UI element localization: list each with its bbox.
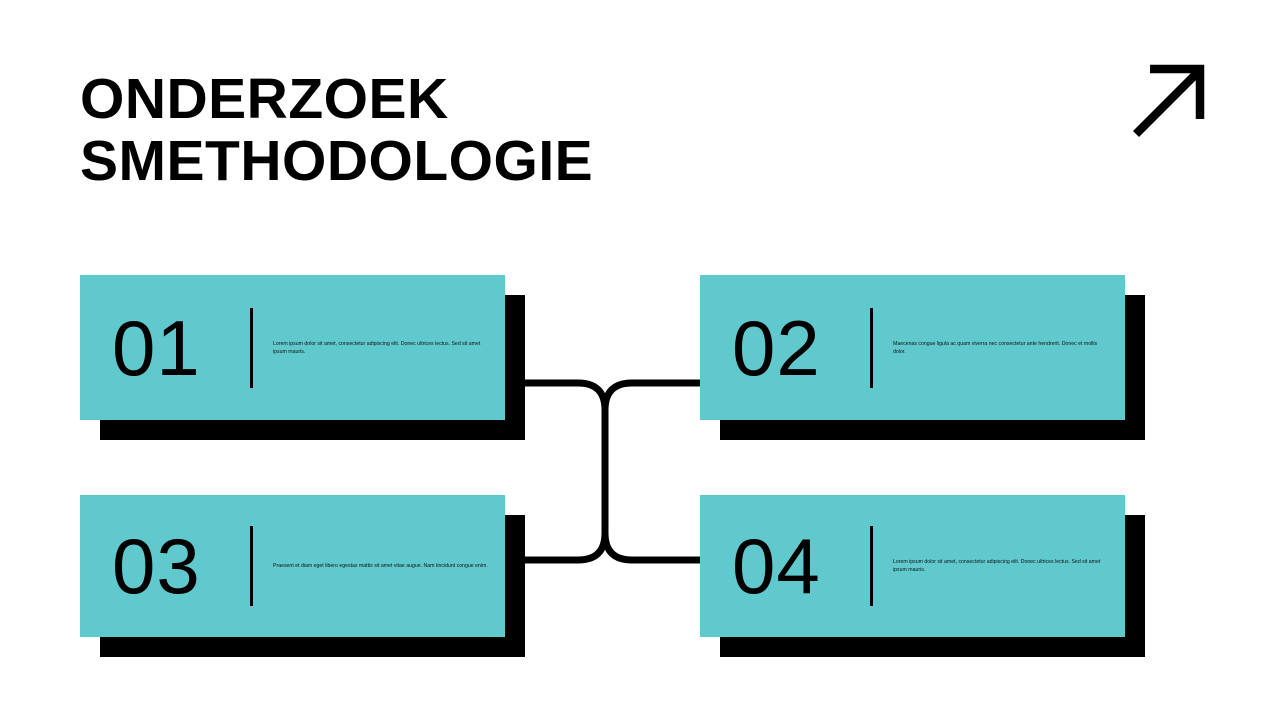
card-description: Maecenas congue ligula ac quam viverra n… <box>893 340 1098 355</box>
connector-branch-top-left <box>522 379 609 475</box>
connector-branch-top-right <box>601 379 700 411</box>
arrow-up-right-icon <box>1132 64 1205 138</box>
card-number: 03 <box>112 522 201 610</box>
card-face: 01 Lorem ipsum dolor sit amet, consectet… <box>80 275 505 420</box>
card-description: Lorem ipsum dolor sit amet, consectetur … <box>273 340 481 355</box>
connector-branch-bottom-left <box>522 475 609 564</box>
card-divider <box>250 526 253 606</box>
card-number: 01 <box>112 303 201 392</box>
card-face: 03 Praesent et diam eget libero egestas … <box>80 495 505 637</box>
card-connector <box>522 379 700 564</box>
card-number: 04 <box>732 522 821 610</box>
card-description: Lorem ipsum dolor sit amet, consectetur … <box>893 559 1101 573</box>
card-number: 02 <box>732 303 821 392</box>
card-divider <box>250 307 253 388</box>
card-divider <box>870 307 873 388</box>
page-title-line-1: ONDERZOEK <box>80 67 449 131</box>
page-title: ONDERZOEK SMETHODOLOGIE <box>80 68 840 192</box>
page-title-line-2: SMETHODOLOGIE <box>80 129 594 193</box>
step-card-02[interactable]: 02 Maecenas congue ligula ac quam viverr… <box>700 275 1145 440</box>
step-card-04[interactable]: 04 Lorem ipsum dolor sit amet, consectet… <box>700 495 1145 657</box>
step-card-01[interactable]: 01 Lorem ipsum dolor sit amet, consectet… <box>80 275 525 440</box>
card-description: Praesent et diam eget libero egestas mat… <box>273 563 488 569</box>
card-face: 02 Maecenas congue ligula ac quam viverr… <box>700 275 1125 420</box>
step-card-03[interactable]: 03 Praesent et diam eget libero egestas … <box>80 495 525 657</box>
card-divider <box>870 526 873 606</box>
connector-branch-bottom-right <box>601 532 700 564</box>
card-face: 04 Lorem ipsum dolor sit amet, consectet… <box>700 495 1125 637</box>
